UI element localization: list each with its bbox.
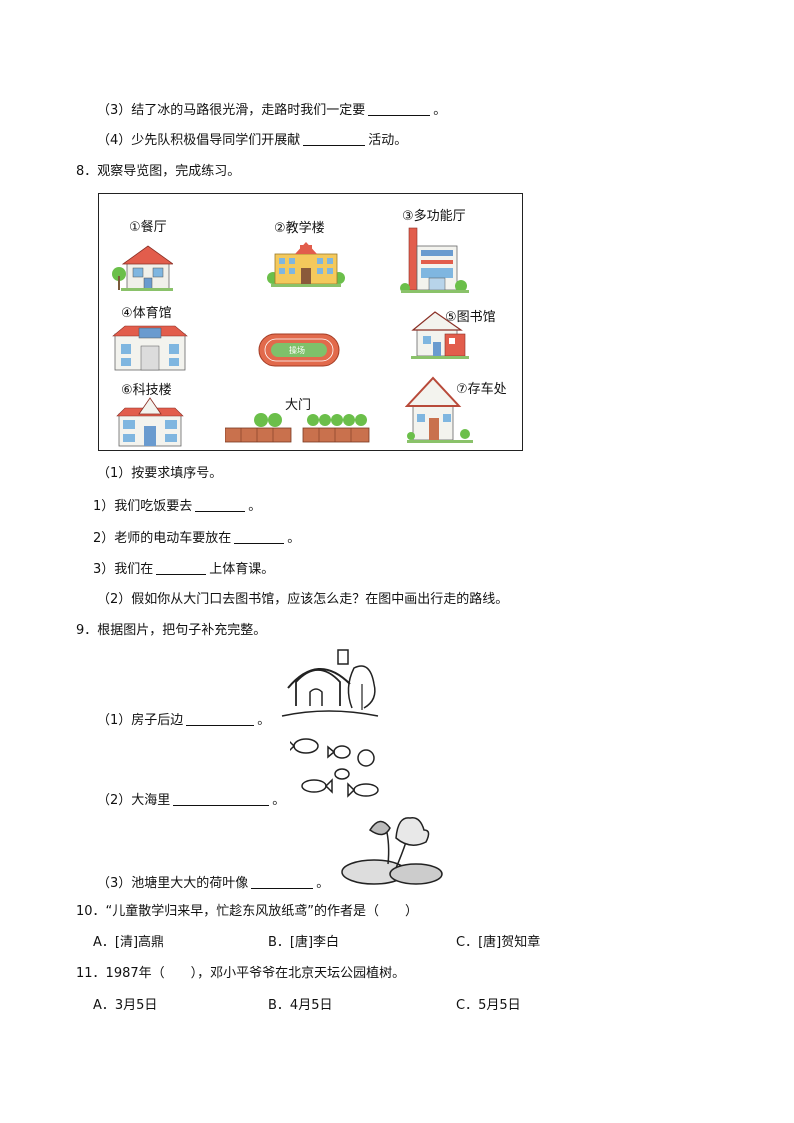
map-label-gate: 大门 <box>285 398 312 413</box>
q10-option-b[interactable]: B．[唐]李白 <box>268 935 340 950</box>
house-sketch-image <box>281 649 379 717</box>
q9-b: （2）大海里。 <box>97 791 286 808</box>
q7-item3: （3）结了冰的马路很光滑，走路时我们一定要。 <box>97 101 447 118</box>
q11-option-c[interactable]: C．5月5日 <box>456 998 521 1013</box>
answer-blank[interactable] <box>156 560 207 575</box>
map-label-gym: ④体育馆 <box>121 306 172 321</box>
answer-blank[interactable] <box>173 791 270 806</box>
map-label-library: ⑤图书馆 <box>445 310 496 325</box>
q11-option-b[interactable]: B．4月5日 <box>268 998 333 1013</box>
q8-s3: 3）我们在上体育课。 <box>93 560 275 577</box>
q11-option-a[interactable]: A．3月5日 <box>93 998 158 1013</box>
map-label-canteen: ①餐厅 <box>129 220 167 235</box>
gym-building-icon <box>112 325 188 371</box>
q10-option-c[interactable]: C．[唐]贺知章 <box>456 935 541 950</box>
q8-s2: 2）老师的电动车要放在。 <box>93 529 301 546</box>
question-8-title: 8．观察导览图，完成练习。 <box>76 164 241 179</box>
q8-s1: 1）我们吃饭要去。 <box>93 497 262 514</box>
teaching-building-icon <box>267 242 345 287</box>
answer-blank[interactable] <box>251 874 314 889</box>
q7-item4: （4）少先队积极倡导同学们开展献活动。 <box>97 131 408 148</box>
map-label-science-building: ⑥科技楼 <box>121 383 172 398</box>
question-11-title: 11．1987年（ ），邓小平爷爷在北京天坛公园植树。 <box>76 966 406 981</box>
q8-sub2: （2）假如你从大门口去图书馆，应该怎么走？在图中画出行走的路线。 <box>97 592 509 607</box>
canteen-building-icon <box>112 245 173 291</box>
answer-blank[interactable] <box>368 101 431 116</box>
map-label-playground: 操场 <box>289 346 305 355</box>
lotus-sketch-image <box>341 817 443 885</box>
science-building-icon <box>116 397 184 447</box>
question-10-title: 10．“儿童散学归来早，忙趁东风放纸鸢”的作者是（ ） <box>76 904 419 919</box>
answer-blank[interactable] <box>195 497 246 512</box>
answer-blank[interactable] <box>186 711 255 726</box>
q9-a: （1）房子后边。 <box>97 711 271 728</box>
multipurpose-hall-icon <box>400 227 469 293</box>
playground-track-icon <box>258 333 340 367</box>
map-label-multipurpose-hall: ③多功能厅 <box>402 209 466 224</box>
fish-sketch-image <box>290 738 379 798</box>
gate-fence-icon <box>225 413 370 443</box>
question-9-title: 9．根据图片，把句子补充完整。 <box>76 623 267 638</box>
bike-parking-icon <box>405 376 473 443</box>
map-label-teaching-building: ②教学楼 <box>274 221 325 236</box>
q9-c: （3）池塘里大大的荷叶像。 <box>97 874 330 891</box>
q8-sub1: （1）按要求填序号。 <box>97 466 223 481</box>
answer-blank[interactable] <box>234 529 285 544</box>
answer-blank[interactable] <box>303 131 366 146</box>
q10-option-a[interactable]: A．[清]高鼎 <box>93 935 165 950</box>
campus-map: ①餐厅 ②教学楼 ③多功能厅 ④体育馆 ⑤图书馆 ⑥科技楼 大门 ⑦存车处 <box>98 193 523 451</box>
map-label-bike-parking: ⑦存车处 <box>456 382 507 397</box>
library-building-icon <box>411 311 469 359</box>
